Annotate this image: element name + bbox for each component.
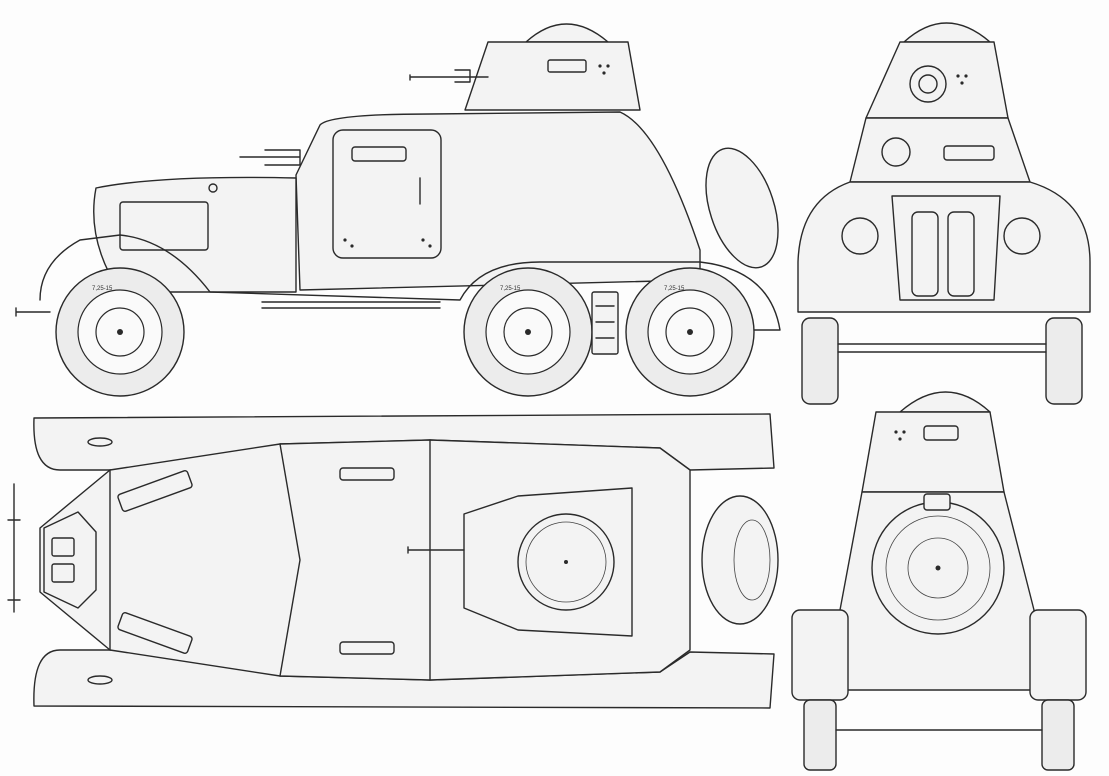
front-wheel <box>55 267 185 397</box>
rear-fender-right <box>1029 609 1087 701</box>
headlight-right <box>1003 217 1041 255</box>
middle-wheel <box>463 267 593 397</box>
rear-fender-left <box>791 609 849 701</box>
headlight-left <box>841 217 879 255</box>
top-front-armor <box>43 511 97 609</box>
rear-bogie <box>591 291 619 355</box>
rear-tire-right <box>1041 699 1075 771</box>
rear-wheel <box>625 267 755 397</box>
hood-louver-panel <box>119 201 209 251</box>
top-light-left <box>87 437 113 447</box>
front-view <box>797 22 1091 405</box>
front-tire-left <box>801 317 839 405</box>
radiator-shutter-right <box>947 211 975 297</box>
door-vision-slot <box>351 146 407 162</box>
top-view <box>7 413 779 709</box>
top-hatch-left <box>339 467 395 481</box>
tire-marking-front: 7,25-15 <box>92 286 113 292</box>
rear-hatch <box>923 493 951 511</box>
side-door <box>332 129 442 259</box>
hood-latch <box>208 183 218 193</box>
front-gun-port <box>881 137 911 167</box>
front-turret-dome <box>903 22 991 43</box>
top-fender-box-right <box>117 612 193 654</box>
turret <box>464 41 641 111</box>
front-tire-right <box>1045 317 1083 405</box>
rear-tire-left <box>803 699 837 771</box>
turret-dome <box>525 23 609 43</box>
rear-turret-slot <box>923 425 959 441</box>
tire-marking-middle: 7,25-15 <box>500 286 521 292</box>
turret-gun <box>409 69 489 83</box>
top-bumper <box>7 483 21 613</box>
tire-marking-rear: 7,25-15 <box>664 286 685 292</box>
side-view: 7,25-15 7,25-15 7,25-15 <box>15 23 781 397</box>
rear-view <box>791 391 1087 771</box>
top-turret-gun <box>407 546 465 554</box>
spare-wheel <box>705 147 779 269</box>
turret-vision-slot <box>547 59 587 73</box>
front-radiator-grille <box>891 195 1001 301</box>
rear-turret <box>861 411 1005 493</box>
top-spare-wheel <box>701 495 779 625</box>
hull-skirt <box>39 234 781 331</box>
rear-turret-dome <box>899 391 991 413</box>
front-axle <box>837 343 1047 353</box>
radiator-shutter-left <box>911 211 939 297</box>
front-bumper <box>15 307 51 317</box>
hull-machine-gun <box>239 149 301 166</box>
front-hull-upper <box>849 117 1031 183</box>
top-light-right <box>87 675 113 685</box>
front-vision-slot <box>943 145 995 161</box>
top-fender-box-left <box>117 470 193 512</box>
top-hatch-right <box>339 641 395 655</box>
